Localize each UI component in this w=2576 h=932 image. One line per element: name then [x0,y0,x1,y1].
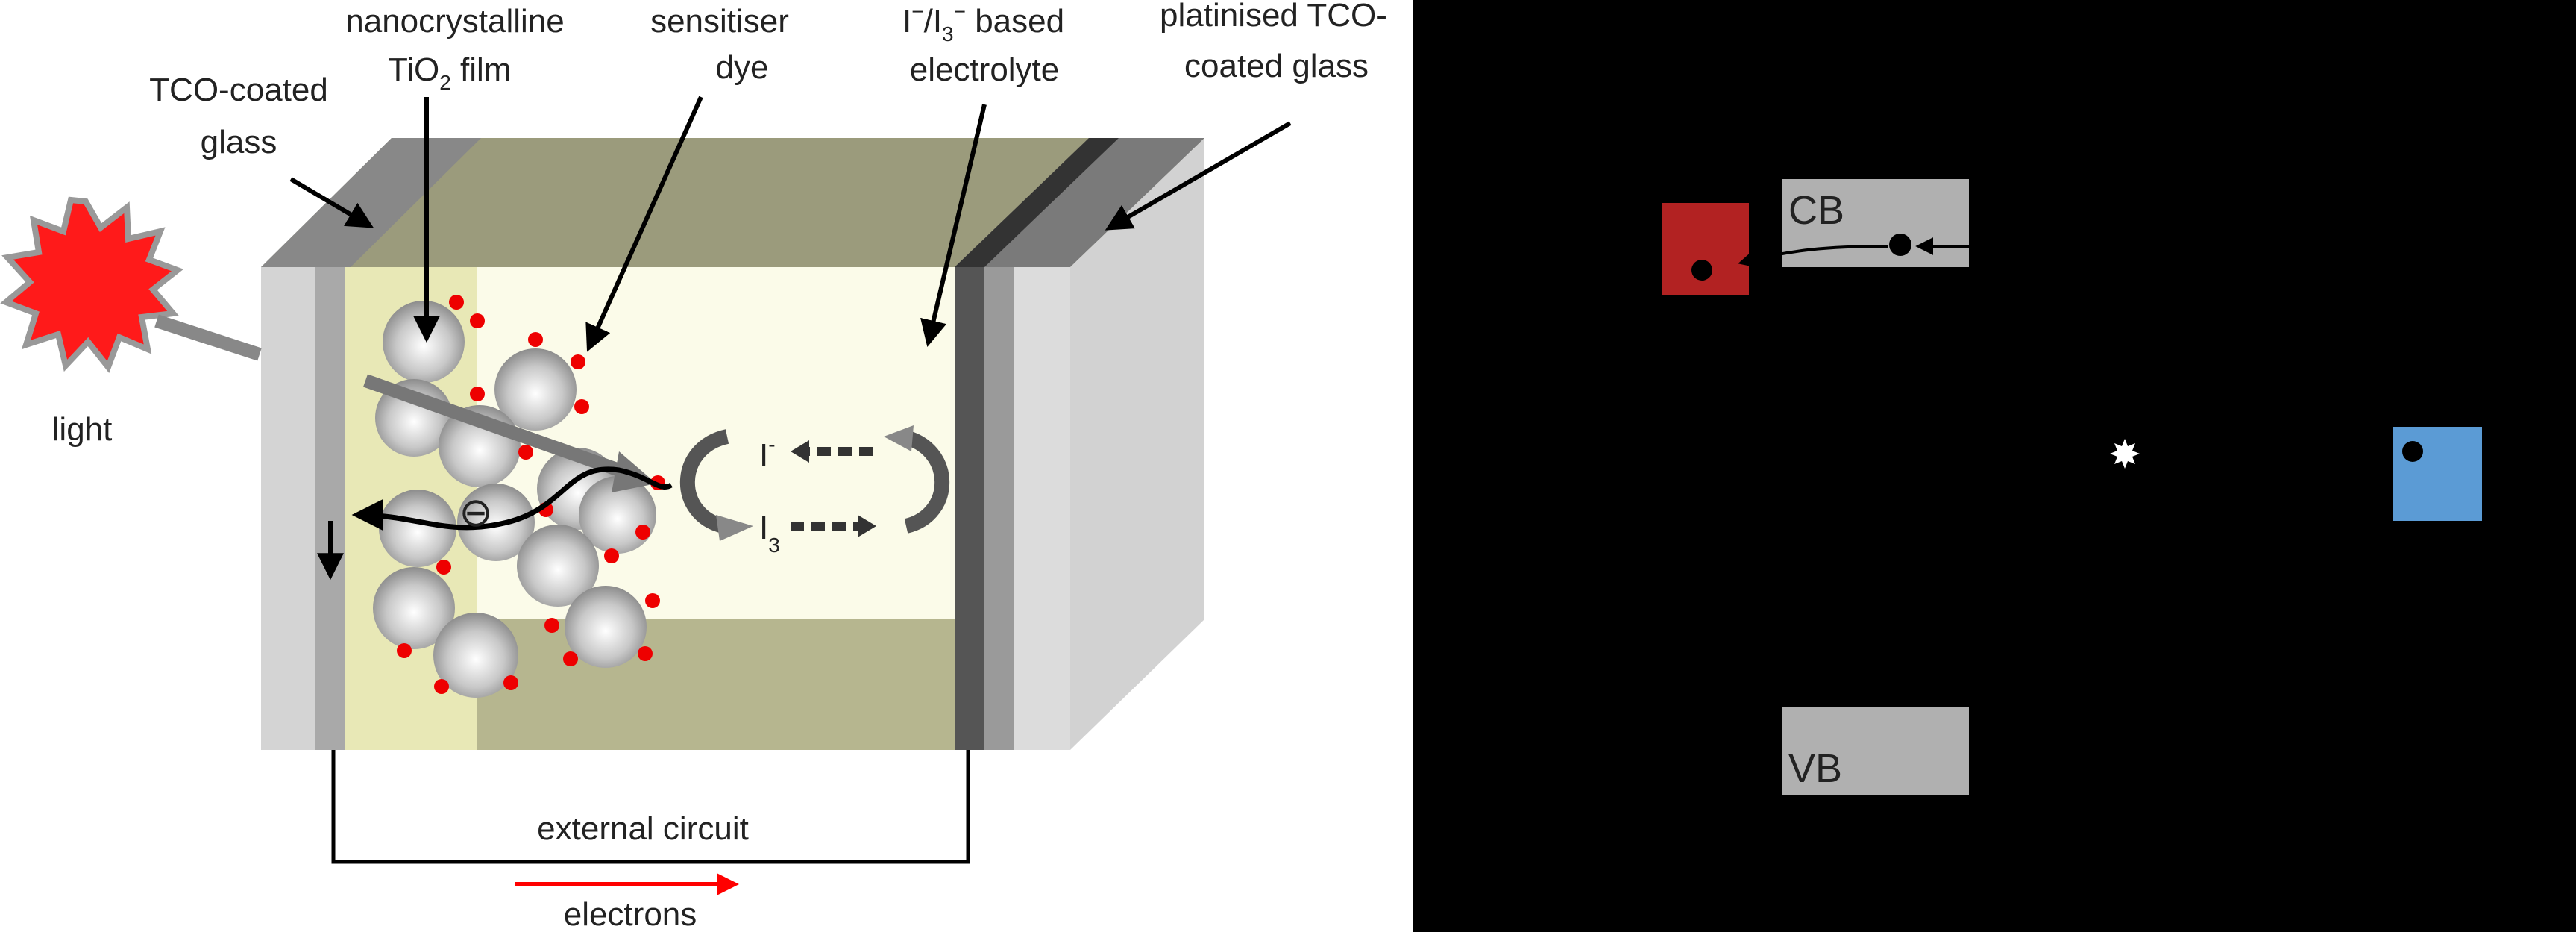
dye-dot [470,313,485,328]
electrolyte-pointer [920,104,987,348]
dye-molecules [397,295,665,694]
dye-dot [635,525,650,540]
triiodide-label: I3 [759,510,780,557]
dye-dot [544,618,559,633]
tio2-film-label-line2: TiO2 film [388,51,511,94]
light-label: light [52,411,113,448]
dye-label-line1: sensitiser [650,3,789,40]
tco-glass-label-line2: glass [201,124,277,160]
blue-box-electron-dot [2402,441,2423,462]
valence-band-box [1782,707,1969,795]
label-pointer-arrows [289,96,1292,352]
electron-wave-path [351,466,673,531]
nanoparticle [517,525,599,607]
light-beam [154,314,262,361]
redox-shuttle: I- I3 [679,425,950,557]
dye-dot [563,651,578,666]
dye-dot [638,646,653,661]
tco-glass-label-line1: TCO-coated [149,72,328,108]
dye-dot [503,675,518,690]
nanoparticle [383,301,465,383]
electron-symbol: ⊖ [459,490,492,535]
nanoparticle [565,586,647,668]
cb-electron-dot [1889,234,1911,256]
iodide-label: I- [759,433,776,474]
electrolyte-label-line2: electrolyte [910,51,1060,88]
front-glass [261,267,315,750]
dye-label-line2: dye [716,49,769,86]
dye-dot [449,295,464,310]
dye-dot [434,679,449,694]
cell-labels: nanocrystalline TiO2 film sensitiser dye… [52,0,1387,932]
nanoparticle [433,613,518,698]
cb-transfer-arrow [1738,245,1889,268]
dye-pointer [585,96,703,352]
nanoparticle [373,567,455,649]
valence-band-label: VB [1788,746,1842,791]
counter-electrode-top-dark [955,138,1119,267]
dye-dot [518,445,533,460]
redox-curved-arrow-left [679,429,729,534]
dye-dot [604,548,619,563]
counter-glass [1014,267,1070,750]
tco-glass-pointer [289,177,374,228]
nanoparticle [494,348,577,431]
redox-curved-arrow-right [900,429,950,534]
red-box-electron-dot [1691,260,1712,281]
conduction-band-box [1782,179,1969,267]
white-star-icon [2110,439,2140,469]
tio2-film-label-line1: nanocrystalline [345,3,565,40]
electrons-label: electrons [564,896,697,932]
external-circuit-wire [331,750,970,864]
front-tco-layer [315,267,345,750]
external-circuit-label: external circuit [537,810,749,847]
counter-pt-layer [984,267,1014,750]
dye-dot [528,332,543,347]
red-level-box [1662,203,1749,295]
platinised-pointer [1105,121,1292,231]
nanoparticle [379,490,456,567]
sun-icon [0,196,184,374]
dye-dot [571,354,585,369]
dye-dot [470,387,485,401]
blue-level-box [2393,427,2482,521]
electrolyte-label-line1: I−/I3− based [902,0,1064,46]
counter-tco-layer [955,267,984,750]
cell-side-face [1070,138,1204,750]
dye-dot [397,643,412,658]
dye-dot [436,560,451,575]
energy-diagram-panel: CB VB [1413,0,2576,932]
dye-dot [574,399,589,414]
energy-diagram-background [1413,0,2576,932]
platinised-label-line2: coated glass [1184,48,1369,84]
conduction-band-label: CB [1788,188,1844,233]
platinised-label-line1: platinised TCO- [1160,0,1387,34]
dye-dot [645,593,660,608]
dssc-cell-panel: ⊖ I- I3 [0,0,1387,932]
